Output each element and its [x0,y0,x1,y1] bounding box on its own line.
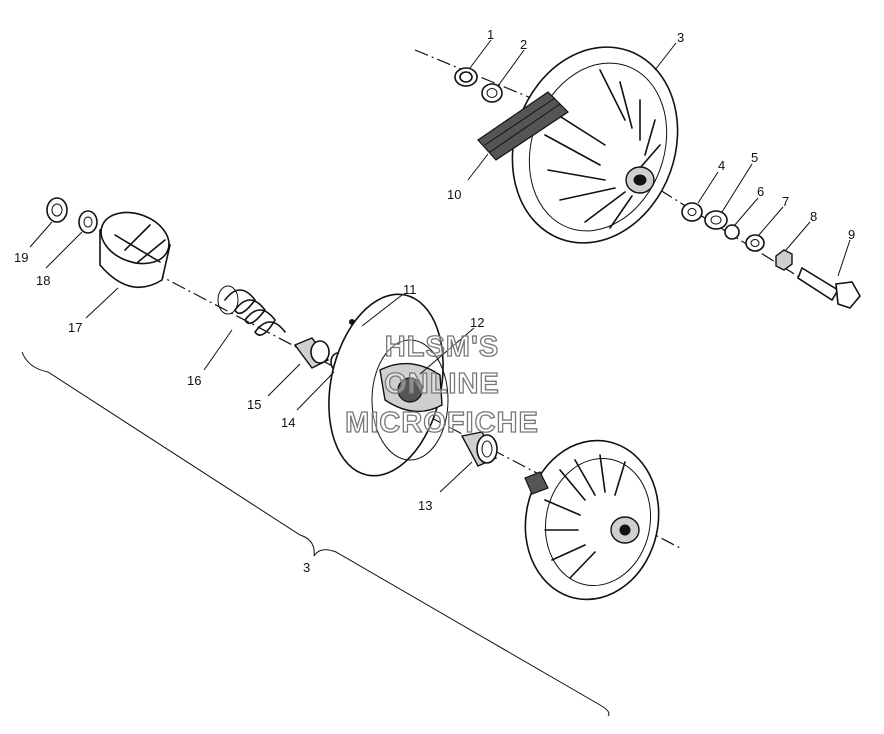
part-16-spring [217,285,286,336]
part-2-washer [481,83,503,103]
callout-1: 1 [487,27,494,42]
callout-3-assembly: 3 [303,560,310,575]
part-10-belt [477,91,569,161]
watermark-line-2: ONLINE [384,368,500,400]
callout-17: 17 [68,320,82,335]
callout-8: 8 [810,209,817,224]
watermark-line-3: MICROFICHE [345,407,539,439]
callout-3-top: 3 [677,30,684,45]
part-18-washer [78,210,98,234]
callout-2: 2 [520,37,527,52]
part-9-bolt [797,266,861,309]
callout-16: 16 [187,373,201,388]
leader-lines [29,39,851,493]
stationary-sheave [524,439,660,601]
part-17-helix-cam [99,211,171,289]
callout-14: 14 [281,415,295,430]
assembly-bracket [21,351,610,717]
part-7-washer [745,234,765,252]
part-1-bearing [454,67,478,87]
callout-7: 7 [782,194,789,209]
part-3-fixed-sheave [511,46,679,244]
callout-10: 10 [447,187,461,202]
upper-bolt-axis [659,189,821,291]
part-5-washer [704,210,728,230]
callout-9: 9 [848,227,855,242]
callout-18: 18 [36,273,50,288]
part-4-washer [681,202,703,222]
callout-19: 19 [14,250,28,265]
watermark: HLSM'S ONLINE MICROFICHE [345,330,539,439]
part-15-bushing [293,337,330,369]
callout-4: 4 [718,158,725,173]
callout-5: 5 [751,150,758,165]
part-19-nut [46,197,68,223]
watermark-line-1: HLSM'S [385,331,499,363]
part-8-nut [775,249,793,271]
callout-11: 11 [403,282,417,297]
callout-12: 12 [470,315,484,330]
callout-6: 6 [757,184,764,199]
callout-15: 15 [247,397,261,412]
movable-sheave [328,293,449,477]
part-13-roller [460,431,498,467]
part-6-lock-washer [724,224,740,240]
callout-13: 13 [418,498,432,513]
